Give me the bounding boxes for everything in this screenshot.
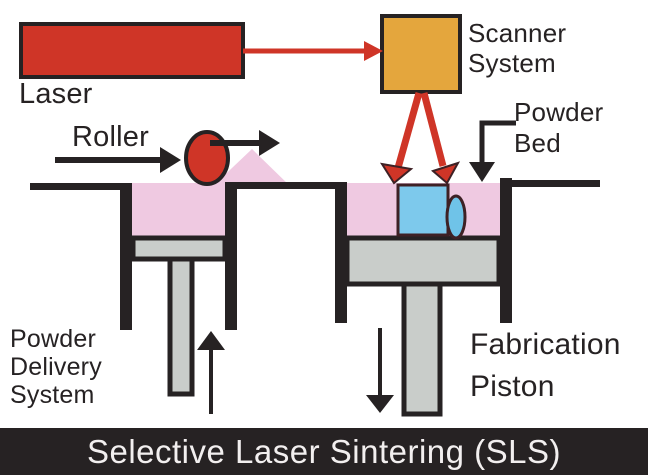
powder-bed-pointer-arrowhead-icon (469, 162, 495, 182)
powder-delivery-powder (130, 183, 227, 236)
scan-beam-right-arrowhead-icon (430, 161, 461, 185)
roller-label: Roller (72, 121, 149, 153)
powder-bed-pointer-line (479, 120, 516, 163)
laser-label: Laser (19, 78, 93, 110)
powder-mound (213, 149, 290, 186)
right-chamber-wall-left (335, 183, 347, 323)
powder-delivery-piston-rod (167, 256, 195, 397)
roller (184, 130, 230, 186)
right-chamber-wall-right (500, 178, 512, 323)
bench-left (30, 183, 122, 190)
roller-push-arrowhead-icon (160, 147, 181, 173)
laser-box (19, 22, 245, 79)
scanner-system-label: Scanner System (468, 18, 567, 78)
fabrication-piston-plate (344, 235, 502, 287)
laser-beam-arrowhead-icon (364, 41, 383, 61)
roller-direction-arrowhead-icon (259, 130, 280, 156)
left-chamber-wall-left (120, 183, 132, 330)
sintered-part-lens (445, 194, 467, 240)
scanner-box (380, 14, 462, 94)
fabrication-piston-rod (401, 281, 443, 417)
diagram-title: Selective Laser Sintering (SLS) (86, 433, 562, 470)
fabrication-piston-label: Fabrication Piston (470, 328, 621, 403)
scan-beam-right (420, 92, 447, 167)
fabrication-down-arrowhead-icon (366, 395, 394, 413)
scan-beam-left-arrowhead-icon (379, 162, 414, 185)
powder-delivery-system-label: Powder Delivery System (10, 325, 102, 409)
bench-right (510, 180, 600, 187)
powder-delivery-piston-plate (130, 235, 228, 262)
scan-beam-left (394, 92, 423, 169)
delivery-up-arrowhead-icon (197, 331, 225, 350)
sintered-part-cube (396, 183, 450, 237)
diagram-title-bar: Selective Laser Sintering (SLS) (0, 428, 648, 475)
left-chamber-wall-right (225, 183, 237, 330)
bench-middle (225, 182, 347, 189)
powder-bed-label: Powder Bed (514, 97, 604, 158)
